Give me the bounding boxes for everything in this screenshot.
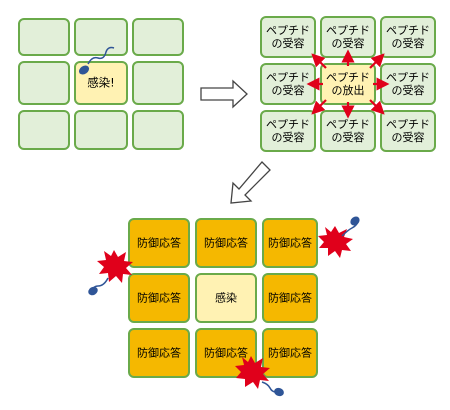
cell-grid3-9: 防御応答 [262, 328, 318, 378]
explosion-icon [97, 250, 133, 283]
peptide-receive-label: ペプチド の受容 [386, 71, 430, 97]
cell-grid2-6: ペプチド の受容 [380, 63, 436, 105]
cell-grid3-6: 防御応答 [262, 273, 318, 323]
cell-grid3-center: 感染 [195, 273, 257, 323]
defense-label: 防御応答 [204, 236, 248, 250]
defense-label: 防御応答 [268, 236, 312, 250]
cell-grid1-2 [74, 18, 128, 56]
cell-grid3-2: 防御応答 [195, 218, 257, 268]
defense-label: 防御応答 [204, 346, 248, 360]
cell-grid1-3 [132, 18, 184, 56]
bacteria-icon [261, 381, 284, 397]
peptide-receive-label: ペプチド の受容 [326, 24, 370, 50]
cell-grid1-4 [18, 61, 70, 105]
arrow-down-left-icon [230, 161, 271, 204]
peptide-release-arrows [306, 49, 390, 119]
cell-grid1-6 [132, 61, 184, 105]
cell-grid3-3: 防御応答 [262, 218, 318, 268]
peptide-receive-label: ペプチド の受容 [386, 24, 430, 50]
explosion-icon [235, 356, 270, 389]
bacteria-icon [78, 46, 115, 75]
bacteria-icon [341, 216, 360, 237]
cell-grid1-7 [18, 110, 70, 150]
infection-center-label: 感染 [215, 291, 237, 305]
cell-grid2-7: ペプチド の受容 [260, 110, 316, 152]
bacteria-icon [88, 277, 109, 296]
defense-label: 防御応答 [137, 236, 181, 250]
peptide-receive-label: ペプチド の受容 [266, 118, 310, 144]
cell-grid2-3: ペプチド の受容 [380, 16, 436, 58]
peptide-receive-label: ペプチド の受容 [326, 118, 370, 144]
cell-grid3-1: 防御応答 [128, 218, 190, 268]
cell-grid1-1 [18, 18, 70, 56]
peptide-release-label: ペプチド の放出 [326, 71, 370, 97]
cell-grid3-7: 防御応答 [128, 328, 190, 378]
peptide-receive-label: ペプチド の受容 [266, 71, 310, 97]
cell-grid2-1: ペプチド の受容 [260, 16, 316, 58]
peptide-receive-label: ペプチド の受容 [266, 24, 310, 50]
peptide-receive-label: ペプチド の受容 [386, 118, 430, 144]
cell-grid3-4: 防御応答 [128, 273, 190, 323]
defense-label: 防御応答 [137, 346, 181, 360]
defense-label: 防御応答 [268, 346, 312, 360]
defense-label: 防御応答 [268, 291, 312, 305]
cell-grid1-8 [74, 110, 128, 150]
defense-label: 防御応答 [137, 291, 181, 305]
cell-grid2-9: ペプチド の受容 [380, 110, 436, 152]
cell-grid1-9 [132, 110, 184, 150]
arrow-right-icon [200, 79, 248, 109]
infection-label: 感染! [87, 75, 115, 90]
